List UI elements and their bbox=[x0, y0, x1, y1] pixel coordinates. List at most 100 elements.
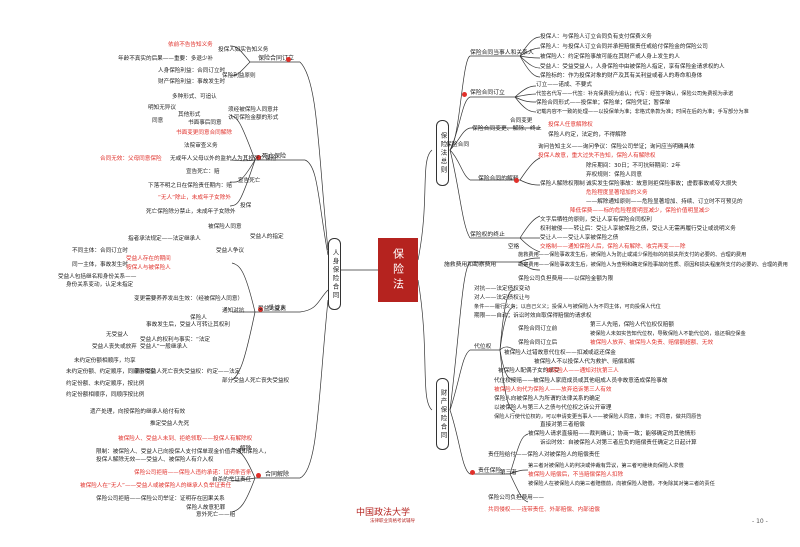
right-item: 被保险人过错故意代位权——扣减或返还保金 bbox=[504, 350, 616, 356]
left-item: 财产保险利益：事故发生时 bbox=[158, 79, 226, 85]
right-item: 对抗——法定债权变动 bbox=[474, 286, 530, 292]
left-item: 受益人争议 bbox=[216, 248, 244, 254]
section-parties: 保险合同当事人和关系人 bbox=[470, 50, 534, 56]
left-item: 须经被保险人同意并 bbox=[228, 107, 279, 113]
left-item: 遗产处理，向按保险的继承人给付有效 bbox=[90, 409, 186, 415]
left-item: 被保险人、受益人未到、拒绝领取——投保人有解除权 bbox=[118, 436, 253, 442]
left-item: 解除 bbox=[240, 446, 252, 452]
center-topic: 保险法 bbox=[378, 238, 418, 302]
dot-marker bbox=[286, 57, 291, 62]
left-item: 约定份额相顺序，同顺序按比例 bbox=[66, 392, 145, 398]
left-item: 指者承法规定——法定继承人 bbox=[128, 236, 201, 242]
dot-marker bbox=[258, 307, 263, 312]
dot-marker bbox=[514, 178, 519, 183]
right-item: 诚实发生保险事故：故意则拒保险事故；虚假事故或夸大损失 bbox=[586, 181, 738, 187]
right-item: 投保人任意解除权 bbox=[548, 122, 593, 128]
right-item: 被保险人向代为保险人——放弃追诉第三人有效 bbox=[494, 387, 612, 393]
section-death-insurance: 死亡保险 bbox=[262, 153, 287, 160]
left-item: 保险公司拒赔——保险公司举证：证明存在因果关系 bbox=[96, 496, 225, 502]
right-item: 保险人解除权限制 bbox=[540, 181, 585, 187]
right-item: 询问告知主义——询问争议：保险公司举证；询问应当明确具体 bbox=[538, 144, 695, 150]
right-item: 弃权规则：保险人同意 bbox=[586, 172, 642, 178]
page-number: - 10 - bbox=[752, 518, 768, 525]
left-item: 意外死亡——赔 bbox=[196, 512, 236, 518]
left-item: 身份关系变动，认定未指定 bbox=[66, 282, 134, 288]
right-item: 勘察费用——保险事故发生后，被保险人为查明和确定保险事故的性质、原因和损失程度所… bbox=[518, 262, 788, 268]
right-item: 第三者 bbox=[500, 470, 517, 476]
section-subrogation: 代位权 bbox=[474, 344, 492, 350]
right-item: 被保险人配偶子女的承受 bbox=[498, 368, 560, 374]
main-branch-right-bottom: 财产保险合同 bbox=[436, 378, 449, 450]
right-item: 除斥期间：30日；不可抗辩期间：2年 bbox=[586, 163, 681, 169]
left-item: 人身保险利益：合同订立时 bbox=[158, 68, 226, 74]
left-item: 书面事后同意 bbox=[188, 120, 222, 126]
right-item: 被保险人——通知对抗第三人 bbox=[546, 368, 619, 374]
right-item: 危险程度显著增加的义务 bbox=[586, 190, 648, 196]
left-item: 受益人丧失或放弃 bbox=[92, 344, 137, 350]
right-item: 施救费用——保险事故发生后，被保险人为防止或减少保险标的的损失所支付的必要的、合… bbox=[518, 252, 747, 258]
right-item: 被保险人不以投保人代为救护、赔偿和解 bbox=[534, 359, 635, 365]
right-item: 第三者对被保险人的判决或仲裁有异议，第三者可继续向保险人求偿 bbox=[528, 463, 684, 469]
right-item: 保险合同订立后 bbox=[518, 340, 558, 346]
left-item: “无人”除止，未成年子女除外 bbox=[158, 195, 231, 201]
right-item: 保险公司负担费用—— bbox=[488, 495, 544, 501]
left-item: 被保险人同意 bbox=[208, 224, 242, 230]
right-item: 投保人：与保险人订立合同负有支付保费义务 bbox=[540, 34, 652, 40]
section-extinction: 保险权的终止 bbox=[470, 232, 505, 238]
left-item: 受益人变更 bbox=[258, 306, 286, 312]
dot-marker bbox=[462, 92, 467, 97]
section-termination: 合同解除 bbox=[265, 471, 290, 478]
left-item: 变更需要养养发出生效：（经被保险人同意） bbox=[134, 296, 244, 302]
section-change-termination: 保险合同变更、解除、终止 bbox=[472, 126, 542, 132]
left-item: 部分受益人死亡丧失受益权：约定——法定 bbox=[134, 369, 241, 375]
main-branch-left: 人身保险合同 bbox=[328, 238, 341, 310]
left-item: 其他形式 bbox=[178, 112, 201, 118]
left-item: 受益人包括继名和身份关系—— bbox=[58, 274, 137, 280]
right-item: 保险人向被保险人为所谓的法律关系的确定 bbox=[494, 396, 601, 402]
section-interpretation: 保险合同的解释 bbox=[478, 176, 519, 182]
right-item: 直接对第三者赔偿 bbox=[540, 422, 585, 428]
left-item: 多种形式、可追认 bbox=[172, 94, 217, 100]
right-item: 第三人先赔，保险人代位权仅赔额 bbox=[590, 322, 674, 328]
right-item: 权利被侵——转让后：受让人享被保险之债，受让人无需再履行受让或说明义务 bbox=[540, 226, 736, 232]
left-item: 法院审查义务 bbox=[184, 143, 218, 149]
left-item: 无或年人父母以外的监护人为其投死亡保险 bbox=[170, 156, 277, 162]
right-item: 订立——诺成、不要式 bbox=[536, 82, 592, 88]
left-item: 年龄不真实的后果——重要：多退少补 bbox=[118, 56, 214, 62]
left-item: 按保人与被保险人 bbox=[126, 265, 171, 271]
left-item: 宣告死亡：赔 bbox=[186, 169, 220, 175]
right-item: 代位权按赔——被保险人家庭成员或其他组成人员非故意造成保险事故 bbox=[494, 378, 668, 384]
left-item: 依前不告告知义务 bbox=[168, 42, 213, 48]
left-item: 投保 bbox=[240, 203, 252, 209]
right-item: 受益人：受益受益人，人身保险中由被保险人指定，享有保险金请求权的人 bbox=[540, 64, 725, 70]
left-item: 未约定份额相顺序，均享 bbox=[74, 358, 136, 364]
right-item: 降低保费——标的危险程度明显减少，保险价值明显减少 bbox=[570, 208, 710, 214]
section-contract-formation: 保险合同订立 bbox=[258, 55, 295, 62]
right-item: 空格 bbox=[508, 244, 520, 250]
left-item: 投保人如实告知义务 bbox=[218, 47, 269, 53]
right-item: 受让人——受让人享被保险之债 bbox=[540, 235, 619, 241]
right-item: 诉讼时效：自被保险人对第三者应负的赔偿责任确定之日起计算 bbox=[540, 440, 697, 446]
dot-marker bbox=[256, 473, 261, 478]
section-formation: 保险合同订立 bbox=[470, 90, 505, 96]
right-item: 记载内容不一致的处理——以投保单为准；非格式条款为准；时间在后的为准；手写部分为… bbox=[536, 109, 749, 115]
right-item: 保险合同订立前 bbox=[518, 326, 558, 332]
right-item: 交格制——通知保险人后，保险人有解除、收完再变——除 bbox=[540, 244, 686, 250]
section-liability: 责任保险 bbox=[478, 468, 502, 474]
left-item: 不同主体：合同订立时 bbox=[72, 248, 128, 254]
footer-subtitle: 法律职业资格考试辅导 bbox=[370, 519, 415, 524]
left-item: 受益人”一般继承人 bbox=[140, 344, 188, 350]
main-branch-right-top: 保险法总则 bbox=[436, 120, 449, 186]
left-item: 投保人解除无效——受益人、被保险人有介入权 bbox=[96, 457, 214, 463]
left-item: 事故发生后，受益人可转让其权利 bbox=[146, 322, 230, 328]
left-item: 保险利益原则 bbox=[222, 73, 256, 79]
left-item: 被保险人在“无人”——受益人或被保险人的继承人负举证责任 bbox=[80, 483, 232, 489]
left-item: 未约定份额、约定顺序，同顺序均享 bbox=[66, 369, 156, 375]
dot-marker bbox=[470, 470, 475, 475]
left-item: 同意 bbox=[152, 118, 164, 124]
left-item: 保险人 bbox=[190, 315, 207, 321]
section-general-contract: 保险合同 bbox=[446, 142, 470, 148]
right-item: 对人——法定债权让与 bbox=[474, 295, 530, 301]
right-item: ——解除通知原则——危险显著增加、持续、订立时不可预见的 bbox=[586, 199, 743, 205]
right-item: 被保险人未如实告知代位权，导致保险人不能代位的，追还相应保金 bbox=[590, 331, 746, 337]
